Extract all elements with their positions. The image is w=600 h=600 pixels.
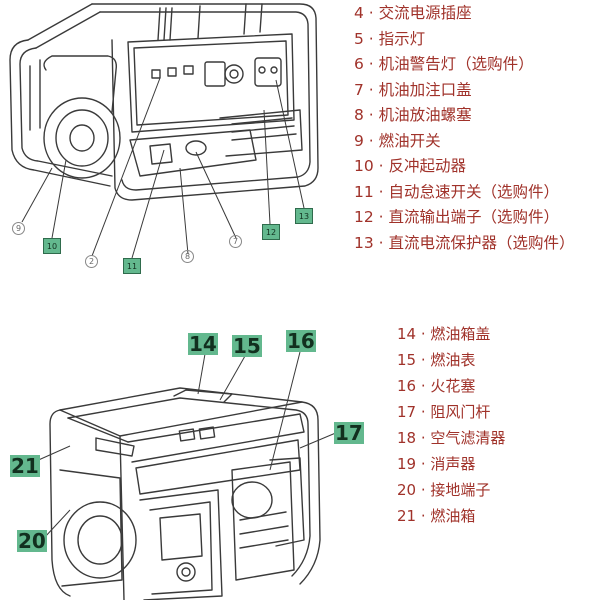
legend-item: 6 · 机油警告灯（选购件） xyxy=(354,55,534,73)
legend-item: 19 · 消声器 xyxy=(397,455,476,473)
legend-item: 10 · 反冲起动器 xyxy=(354,157,467,175)
callout-21: 21 xyxy=(10,454,40,478)
callout-20: 20 xyxy=(17,529,47,553)
generator-bottom-drawing xyxy=(33,351,339,600)
legend-item: 8 · 机油放油螺塞 xyxy=(354,106,472,124)
callout-13: 13 xyxy=(295,208,313,224)
legend-item: 5 · 指示灯 xyxy=(354,29,426,48)
callout-12: 12 xyxy=(262,224,280,240)
legend-item: 4 · 交流电源插座 xyxy=(354,4,472,22)
legend-item: 14 · 燃油箱盖 xyxy=(397,325,491,343)
legend-item: 21 · 燃油箱 xyxy=(397,507,476,525)
callout-8: 8 xyxy=(181,250,194,263)
callout-16: 16 xyxy=(286,329,316,353)
legend-item: 13 · 直流电流保护器（选购件） xyxy=(354,233,575,252)
callout-9: 9 xyxy=(12,222,25,235)
callout-10: 10 xyxy=(43,238,61,254)
callout-11: 11 xyxy=(123,258,141,274)
legend-item: 12 · 直流输出端子（选购件） xyxy=(354,208,560,226)
callout-7: 7 xyxy=(229,235,242,248)
legend-item: 16 · 火花塞 xyxy=(397,377,476,395)
legend-item: 11 · 自动怠速开关（选购件） xyxy=(354,182,560,201)
legend-top: 4 · 交流电源插座 5 · 指示灯 6 · 机油警告灯（选购件） 7 · 机油… xyxy=(354,1,575,256)
legend-item: 18 · 空气滤清器 xyxy=(397,429,506,447)
legend-item: 17 · 阻风门杆 xyxy=(397,403,491,421)
callout-15: 15 xyxy=(232,334,262,358)
legend-bottom: 14 · 燃油箱盖 15 · 燃油表 16 · 火花塞 17 · 阻风门杆 18… xyxy=(397,321,505,529)
legend-item: 15 · 燃油表 xyxy=(397,351,476,369)
legend-item: 20 · 接地端子 xyxy=(397,481,491,499)
legend-item: 9 · 燃油开关 xyxy=(354,131,441,150)
callout-2: 2 xyxy=(85,255,98,268)
callout-17: 17 xyxy=(334,421,364,445)
legend-item: 7 · 机油加注口盖 xyxy=(354,80,472,99)
generator-top-drawing xyxy=(9,3,319,259)
callout-14: 14 xyxy=(188,332,218,356)
